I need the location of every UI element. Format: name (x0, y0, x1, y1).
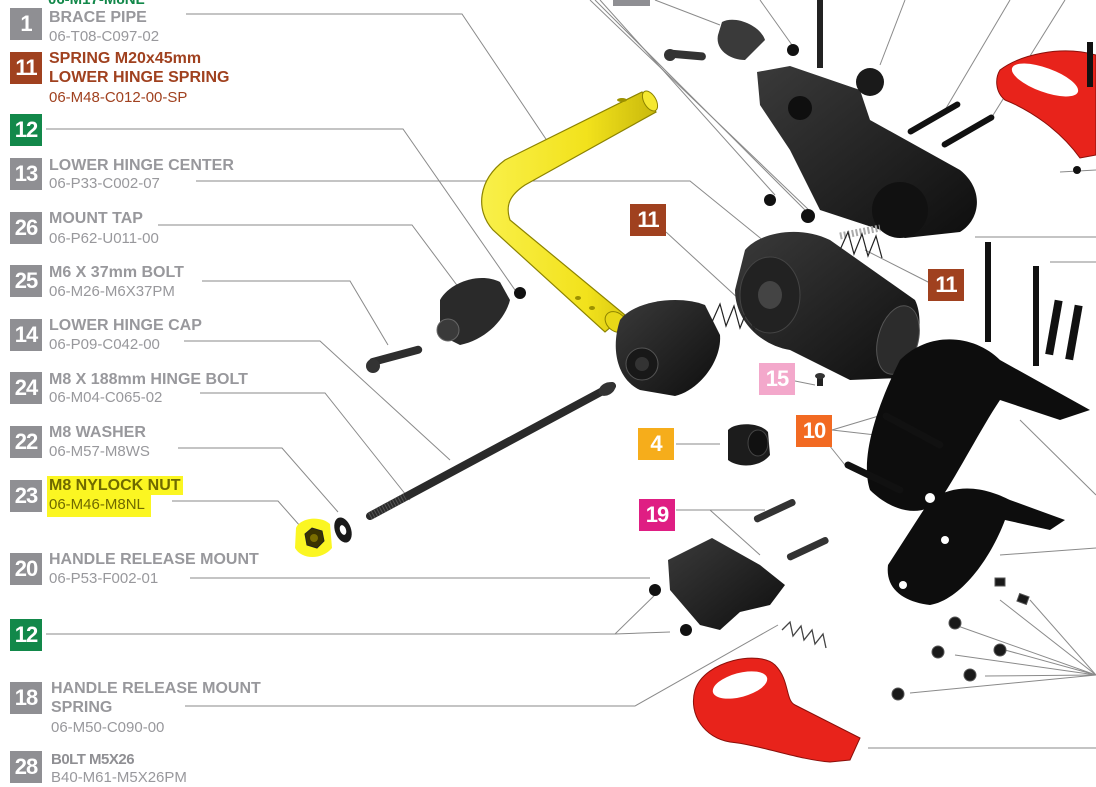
nylock-nut-part (295, 518, 332, 557)
release-handle-part (693, 657, 861, 763)
part-code: 06-P09-C042-00 (49, 336, 160, 353)
part-code: 06-M50-C090-00 (51, 719, 165, 736)
handle-release-mount-part (649, 498, 829, 636)
part-name: BRACE PIPE (49, 9, 147, 26)
callout-badge-partial (613, 0, 650, 6)
part-name: SPRING M20x45mm (49, 50, 202, 67)
part-number-badge: 26 (10, 212, 42, 244)
part-number-badge: 1 (10, 8, 42, 40)
part-number-badge: 11 (10, 52, 42, 84)
callout-badge-4[interactable]: 4 (638, 428, 674, 460)
part-code: 06-P62-U011-00 (49, 230, 159, 247)
part-number-badge: 12 (10, 619, 42, 651)
bushing-part (728, 424, 770, 466)
handle-top-part (996, 42, 1096, 174)
bracket-plate-part (844, 242, 1090, 605)
washer-part (334, 517, 352, 543)
part-number-badge: 20 (10, 553, 42, 585)
callout-badge-11-left[interactable]: 11 (630, 204, 666, 236)
part-number-badge: 24 (10, 372, 42, 404)
part-name-line2: SPRING (51, 699, 113, 716)
part-name: M6 X 37mm BOLT (49, 264, 184, 281)
screw-15-part (815, 373, 825, 386)
part-name: MOUNT TAP (49, 210, 143, 227)
part-code: 06-T08-C097-02 (49, 28, 160, 45)
leader-lines (46, 0, 1096, 749)
part-code: 06-M48-C012-00-SP (49, 89, 188, 106)
callout-badge-10[interactable]: 10 (796, 415, 832, 447)
cut-off-part-number: 06-M17-M8NL (48, 0, 145, 9)
callout-badge-19[interactable]: 19 (639, 499, 675, 531)
part-name-line2: LOWER HINGE SPRING (49, 69, 230, 86)
lower-hinge-cap-part (615, 300, 721, 396)
part-code: B40-M61-M5X26PM (51, 769, 187, 786)
callout-badge-15[interactable]: 15 (759, 363, 795, 395)
part-name: B0LT M5X26 (51, 751, 135, 768)
part-number-badge: 22 (10, 426, 42, 458)
nuts-part (891, 577, 1030, 701)
part-number-badge: 13 (10, 158, 42, 190)
part-code: 06-M26-M6X37PM (49, 283, 175, 300)
part-number-badge: 18 (10, 682, 42, 714)
part-number-badge: 28 (10, 751, 42, 783)
part-name: LOWER HINGE CAP (49, 317, 202, 334)
handle-release-spring-part (781, 620, 827, 649)
part-name-highlighted: M8 NYLOCK NUT (47, 476, 183, 495)
hinge-bolt-part (366, 382, 616, 520)
part-code: 06-M57-M8WS (49, 443, 150, 460)
part-name: HANDLE RELEASE MOUNT (49, 551, 259, 568)
part-number-badge: 23 (10, 480, 42, 512)
part-name: M8 X 188mm HINGE BOLT (49, 371, 248, 388)
mount-tap-part (366, 278, 526, 373)
spring-part (711, 230, 883, 332)
part-number-badge: 12 (10, 114, 42, 146)
part-name: LOWER HINGE CENTER (49, 157, 234, 174)
part-number-badge: 14 (10, 319, 42, 351)
hinge-upper-body-part (664, 0, 995, 238)
lower-hinge-center-part (735, 224, 920, 380)
part-number-badge: 25 (10, 265, 42, 297)
part-code: 06-P33-C002-07 (49, 175, 160, 192)
part-code-highlighted: 06-M46-M8NL (47, 495, 151, 517)
part-name: HANDLE RELEASE MOUNT (51, 680, 261, 697)
part-name: M8 WASHER (49, 424, 146, 441)
callout-badge-11-right[interactable]: 11 (928, 269, 964, 301)
part-code: 06-P53-F002-01 (49, 570, 159, 587)
part-code: 06-M04-C065-02 (49, 389, 163, 406)
